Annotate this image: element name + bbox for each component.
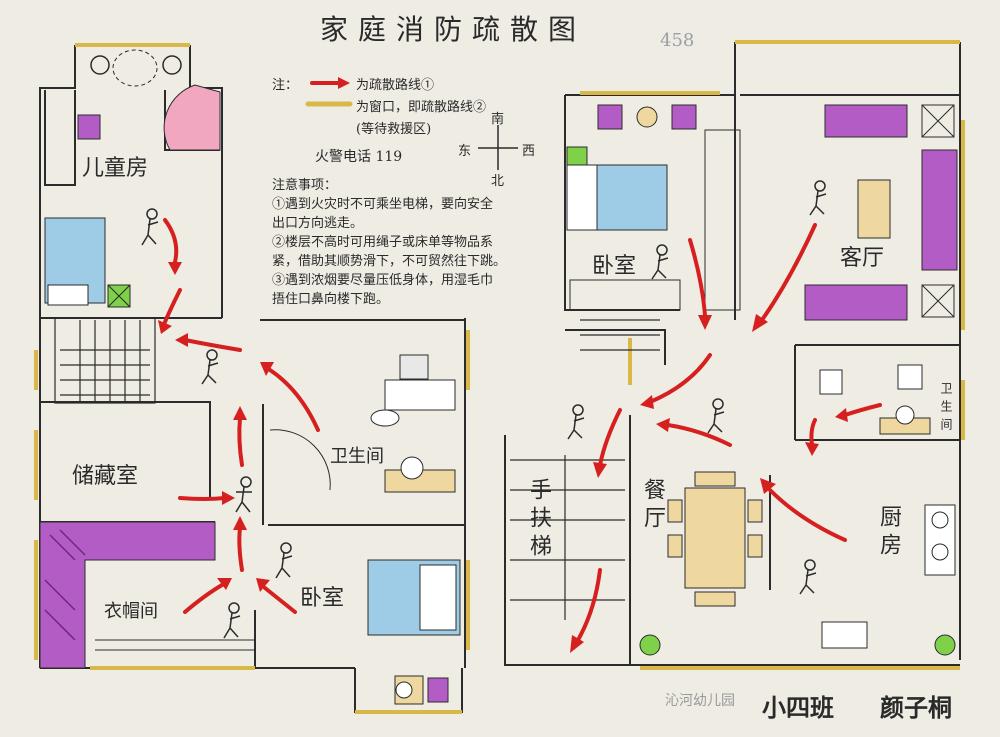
legend-waiting-area: (等待救援区)	[356, 122, 432, 137]
signature-class: 小四班	[762, 694, 834, 722]
room-label-dining: 餐厅	[640, 478, 665, 534]
person-figures	[141, 180, 827, 639]
room-label-storage: 储藏室	[72, 464, 139, 489]
left-bedroom-bed	[367, 559, 461, 705]
windows-right	[580, 40, 965, 670]
right-wing-walls	[504, 42, 961, 666]
right-stairs	[510, 319, 660, 620]
page-mark: 458	[660, 30, 695, 51]
living-room-furniture	[804, 104, 958, 321]
notes-line: 紧，借助其顺势滑下，不可贸然往下跳。	[272, 254, 507, 269]
dining-furniture	[639, 471, 956, 656]
room-label-handrail-stairs: 手扶梯	[526, 478, 551, 562]
room-label-bedroom-right: 卧室	[592, 254, 637, 279]
signature-name: 颜子桐	[880, 694, 952, 722]
room-label-kitchen: 厨房	[876, 505, 901, 561]
compass-north: 北	[491, 174, 505, 189]
evacuation-arrows	[158, 77, 882, 653]
safety-notes: 注意事项： ①遇到火灾时不可乘坐电梯，要向安全 出口方向逃走。 ②楼层不高时可用…	[272, 176, 562, 309]
watermark: 沁河幼儿园	[665, 693, 735, 709]
compass	[478, 125, 518, 170]
kitchen-fixtures	[821, 504, 956, 649]
notes-heading: 注意事项：	[272, 178, 338, 193]
room-label-bathroom-left: 卫生间	[330, 446, 384, 467]
notes-line: ①遇到火灾时不可乘坐电梯，要向安全	[272, 197, 494, 212]
bedroom-right-furniture	[566, 104, 741, 311]
room-label-bedroom-left: 卧室	[300, 586, 345, 611]
notes-line: 出口方向逃走。	[272, 216, 364, 231]
notes-line: ③遇到浓烟要尽量压低身体，用湿毛巾	[272, 273, 494, 288]
room-label-bathroom-right: 卫生间	[939, 382, 953, 436]
room-label-living: 客厅	[840, 246, 885, 271]
page-title: 家庭消防疏散图	[320, 13, 587, 46]
closet-shelf	[39, 521, 255, 669]
room-label-children: 儿童房	[82, 156, 149, 181]
notes-line: ②楼层不高时可用绳子或床单等物品系	[272, 235, 494, 250]
fire-phone: 火警电话 119	[315, 149, 403, 165]
left-stairs	[54, 317, 156, 404]
legend-red-arrow-label: 为疏散路线①	[356, 78, 435, 93]
legend-yellow-line-label: 为窗口，即疏散路线②	[356, 100, 487, 115]
left-bathroom-fixtures	[269, 354, 456, 493]
compass-west: 西	[522, 144, 536, 159]
windows-left	[34, 43, 470, 714]
children-room-furniture	[44, 49, 221, 308]
room-label-closet: 衣帽间	[104, 601, 158, 622]
right-bathroom-fixtures	[819, 364, 931, 435]
compass-south: 南	[491, 112, 505, 127]
compass-east: 东	[458, 144, 472, 159]
legend-note-prefix: 注：	[272, 78, 299, 93]
notes-line: 捂住口鼻向楼下跑。	[272, 292, 390, 307]
